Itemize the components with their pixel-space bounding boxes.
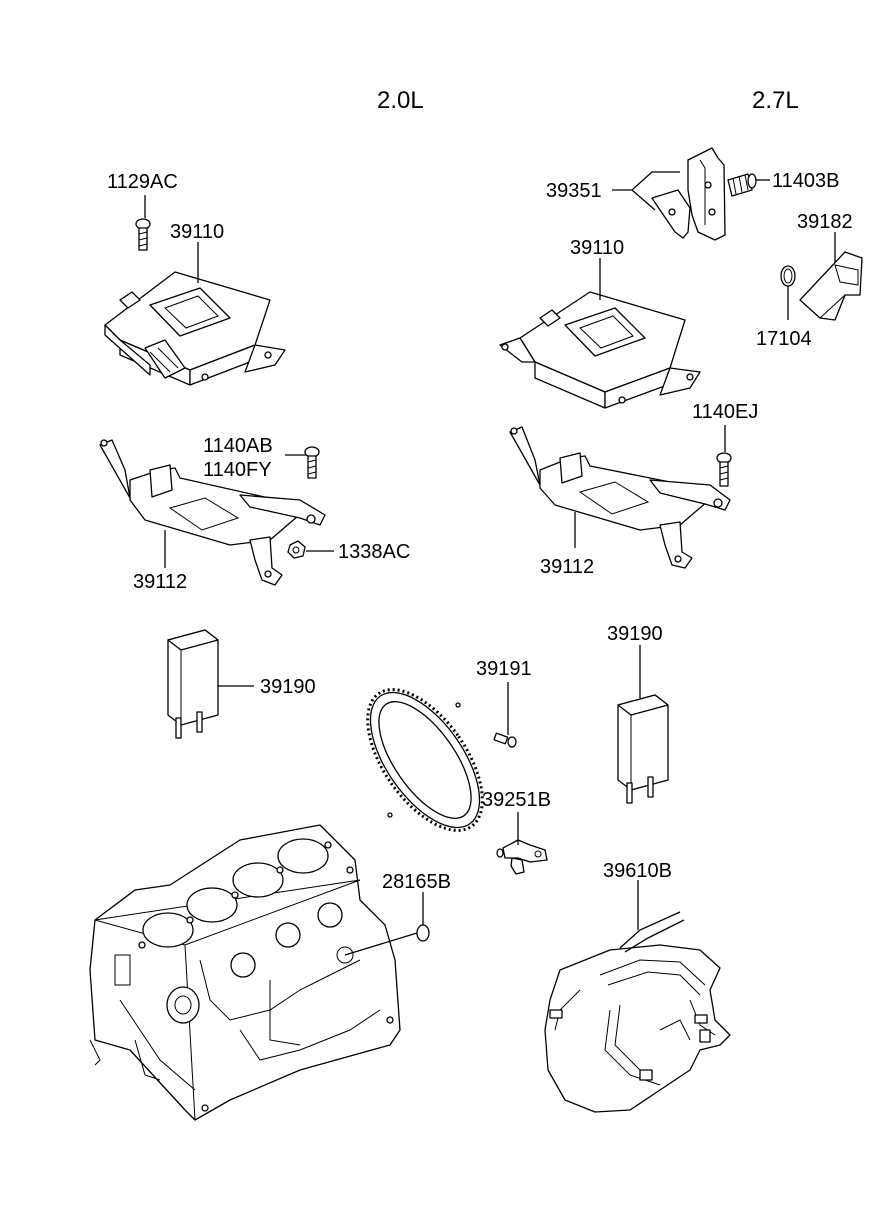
label-1140ej: 1140EJ [692, 401, 758, 423]
leader-39351-a [612, 171, 680, 191]
ecu-39110-left [104, 271, 286, 386]
label-39110-left: 39110 [170, 221, 224, 243]
label-39110-right: 39110 [570, 237, 624, 259]
sensor-39182 [799, 232, 863, 321]
label-39251b: 39251B [482, 789, 551, 811]
label-39112-left: 39112 [133, 571, 187, 593]
bracket-39112-right [509, 426, 731, 569]
label-39191: 39191 [476, 658, 532, 680]
nut-1338ac [287, 540, 334, 559]
oring-28165b [344, 892, 430, 956]
label-1338ac: 1338AC [338, 541, 410, 563]
label-1129ac: 1129AC [107, 171, 178, 193]
header-2-7l: 2.7L [752, 87, 799, 114]
ecu-39110-right [499, 291, 701, 409]
oring-17104 [780, 265, 796, 320]
leader-39351-b [631, 189, 656, 211]
bracket-39351 [651, 147, 726, 241]
label-39182: 39182 [797, 211, 853, 233]
ring-39191 [366, 688, 484, 832]
label-1140fy: 1140FY [203, 459, 272, 481]
label-28165b: 28165B [382, 871, 451, 893]
label-39112-right: 39112 [540, 556, 594, 578]
bolt-1140ab [285, 446, 320, 479]
label-11403b: 11403B [772, 170, 839, 192]
relay-39190-left [167, 629, 254, 739]
sensor-39251b [496, 812, 548, 875]
harness-39610b [544, 880, 731, 1113]
label-1140ab: 1140AB [203, 435, 273, 457]
screw-39191 [493, 682, 517, 748]
label-39351: 39351 [546, 180, 602, 202]
label-17104: 17104 [756, 328, 812, 350]
relay-39190-right [617, 645, 669, 804]
bracket-39112-left [99, 439, 326, 586]
label-39190-right: 39190 [607, 623, 663, 645]
label-39610b: 39610B [603, 860, 672, 882]
header-2-0l: 2.0L [377, 87, 424, 114]
bolt-1129ac [135, 195, 151, 251]
label-39190-left: 39190 [260, 676, 316, 698]
bolt-11403b [727, 173, 770, 197]
bolt-1140ej [716, 425, 732, 487]
engine-block [89, 824, 401, 1121]
